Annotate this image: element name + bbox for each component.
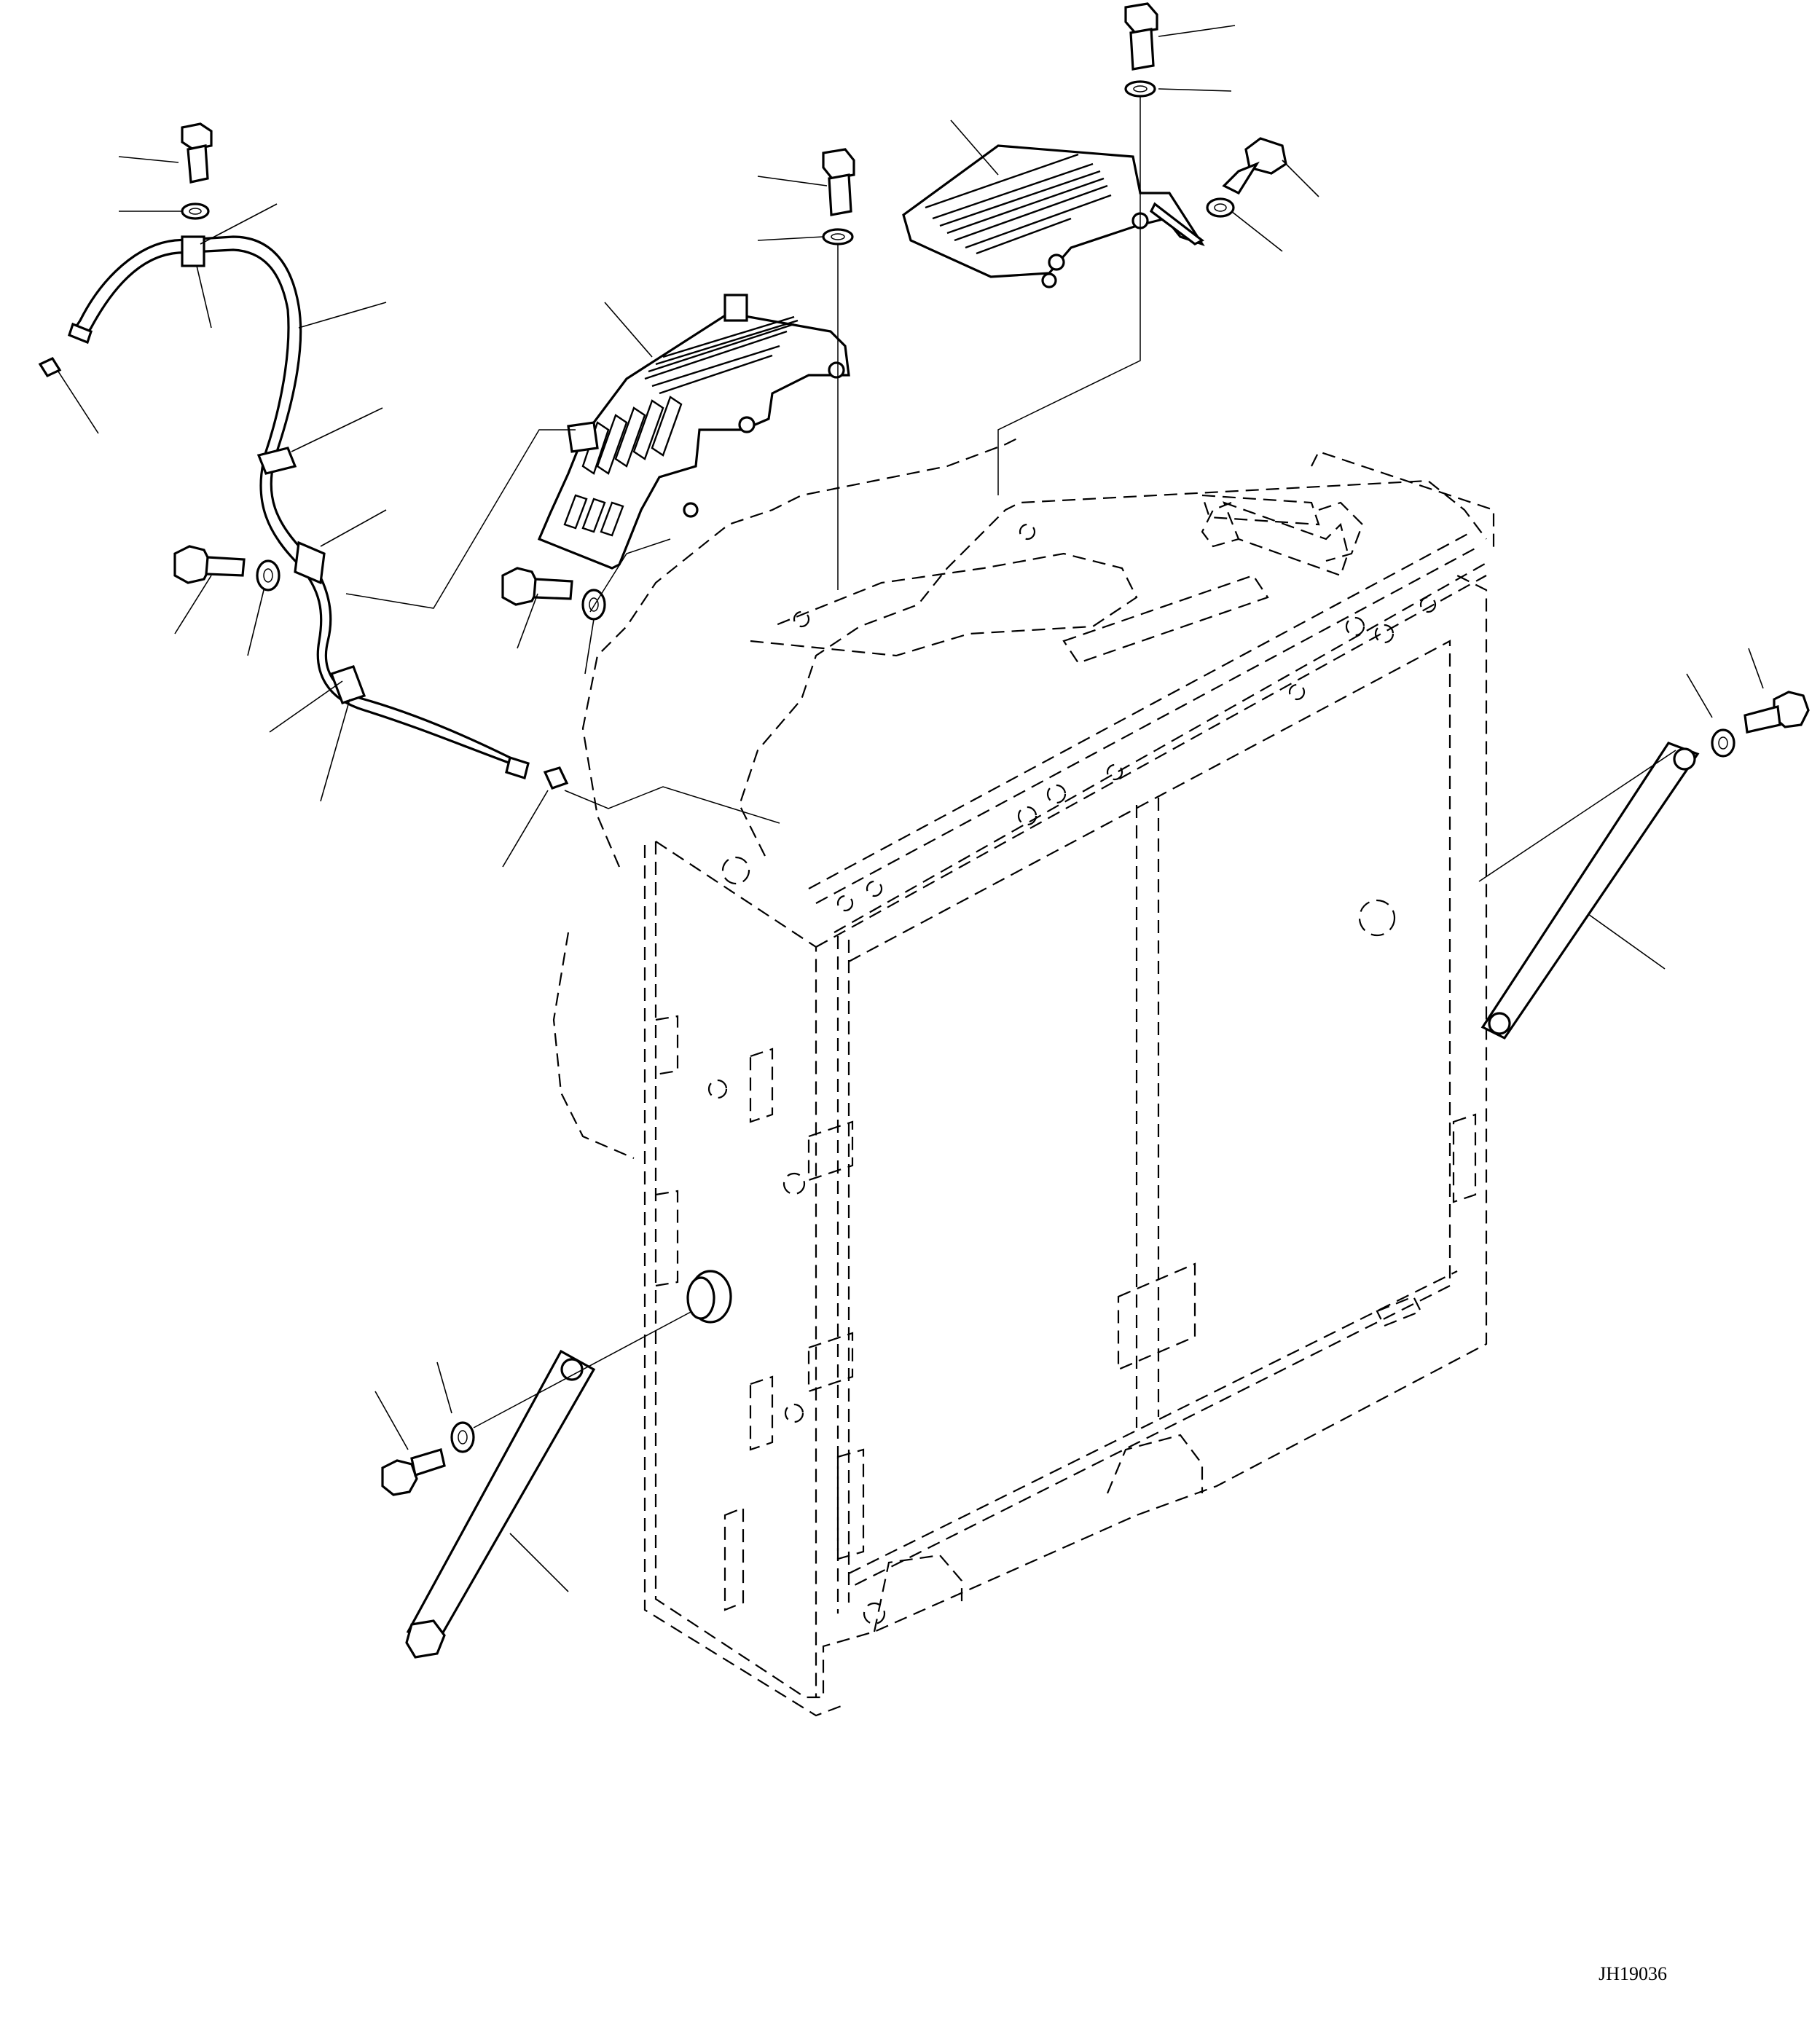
rubber-mount — [686, 1270, 732, 1324]
stay-bar-left — [405, 1349, 596, 1659]
hose-connector — [329, 664, 366, 705]
hose-clamp-top — [181, 235, 205, 267]
hose-assembly — [68, 235, 530, 780]
hose-clamp-mid — [256, 447, 297, 475]
hose-end-fitting — [38, 356, 62, 378]
cover-plate-left — [537, 294, 850, 570]
cover-plate-right — [902, 144, 1205, 288]
leader-lines — [58, 25, 1764, 1592]
stay-bar-right — [1480, 742, 1700, 1040]
fasteners — [173, 2, 1810, 1496]
radiator-frame — [552, 436, 1495, 1717]
drawing-code: JH19036 — [1599, 1963, 1667, 1984]
hose-clamp-low — [294, 541, 326, 585]
elbow-fitting — [543, 766, 569, 790]
